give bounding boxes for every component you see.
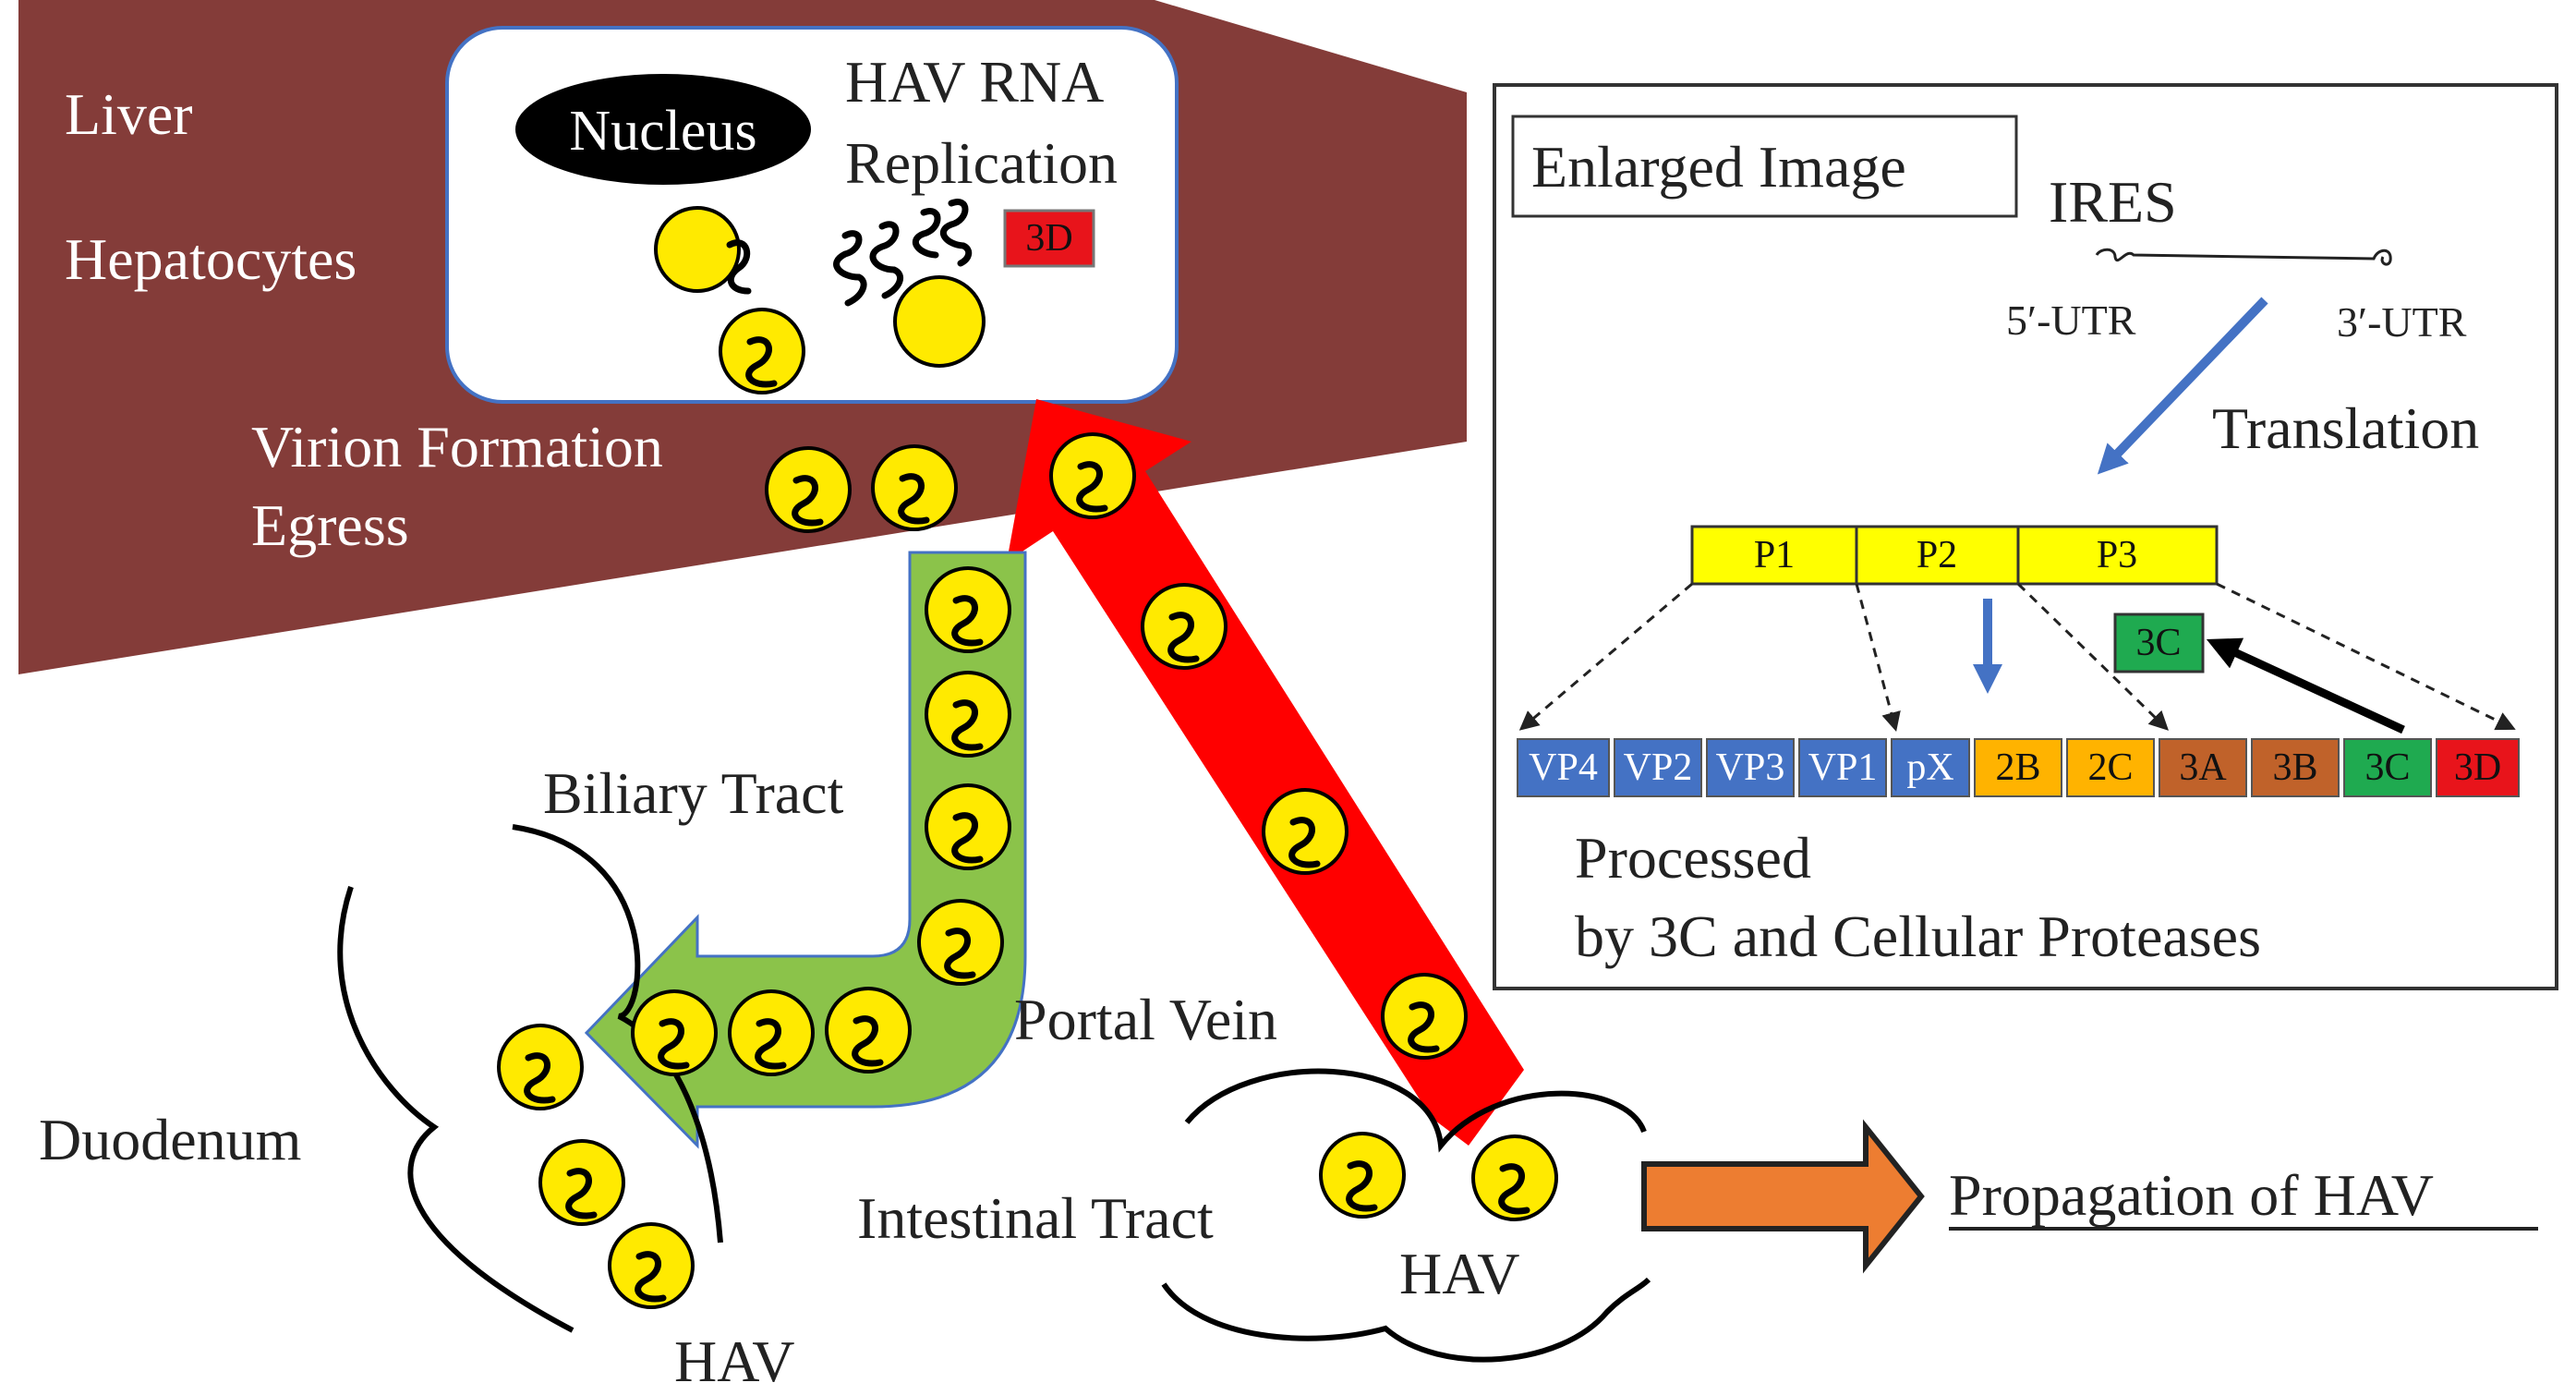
- rna-strands: [833, 199, 973, 307]
- rna-strand-icon: [833, 230, 867, 307]
- hav-virion-icon: [925, 671, 1011, 758]
- hav-virion-icon: [1049, 432, 1136, 519]
- segment-box: [1517, 738, 1610, 797]
- polyprotein-bar: P1 P2 P3: [1690, 525, 2219, 586]
- hav-virion-icon: [893, 275, 986, 368]
- segment-label: pX: [1906, 746, 1953, 789]
- biliary-outline: [512, 824, 723, 1243]
- translation-label: Translation: [2212, 395, 2479, 461]
- utr5-label: 5′-UTR: [2006, 297, 2136, 344]
- segment-box: [2343, 738, 2432, 797]
- three-d-box-label: 3D: [1025, 217, 1072, 260]
- rna-strand-icon: [869, 221, 904, 299]
- rna-strand-icon: [939, 199, 973, 267]
- intestine-outline: [1161, 1068, 1651, 1363]
- processing-arrows: [1518, 582, 2516, 734]
- segment-label: 2C: [2087, 746, 2133, 789]
- processed-segments: VP4 VP2 VP3 VP1 pX 2B 2C 3A 3B 3C 3D: [1517, 738, 2520, 797]
- liver-label: Liver: [65, 81, 193, 147]
- segment-box: [1974, 738, 2062, 797]
- polyprotein-p1-label: P1: [1754, 534, 1795, 576]
- ires-label: IRES: [2049, 169, 2177, 235]
- segment-box: [1891, 738, 1970, 797]
- hav-virion-icon: [538, 1139, 625, 1226]
- hav-virion-icon: [917, 899, 1004, 986]
- hav-virion-icon: [871, 444, 958, 531]
- segment-box: [2251, 738, 2340, 797]
- three-c-release-arrow: [2206, 637, 2405, 734]
- replication-label: Replication: [845, 130, 1118, 196]
- segment-label: VP2: [1624, 746, 1693, 789]
- enlarged-title-box: [1511, 115, 2018, 218]
- hav-virion-icon: [631, 989, 718, 1076]
- propagation-label: Propagation of HAV: [1949, 1162, 2434, 1228]
- propagation-arrow: [1641, 1119, 1925, 1274]
- segment-label: 3A: [2179, 746, 2227, 789]
- hav-virion-icon: [1381, 973, 1468, 1060]
- segment-label: 3D: [2454, 746, 2501, 789]
- segment-label: VP3: [1716, 746, 1785, 789]
- hav-intestine-label: HAV: [1399, 1241, 1519, 1306]
- hav-virion-icon: [765, 446, 852, 533]
- segment-label: 2B: [1995, 746, 2040, 789]
- duodenum-outline: [337, 886, 574, 1333]
- portal-vein-label: Portal Vein: [1014, 987, 1277, 1052]
- hav-virion-icon: [1319, 1132, 1406, 1219]
- biliary-tract-label: Biliary Tract: [543, 760, 844, 826]
- polyprotein-p1: [1690, 525, 1858, 586]
- virion-formation-label: Virion Formation: [251, 414, 663, 479]
- processed-line1: Processed: [1575, 825, 1811, 891]
- processed-line2: by 3C and Cellular Proteases: [1575, 904, 2261, 969]
- hav-virion-icon: [719, 308, 805, 394]
- segment-label: VP4: [1529, 746, 1598, 789]
- segment-box: [1614, 738, 1702, 797]
- rna-genome-line: [2095, 248, 2392, 266]
- polyprotein-p2: [1855, 525, 2020, 586]
- hav-virion-icon: [654, 206, 752, 295]
- portal-vein-arrow: [1007, 399, 1524, 1146]
- hav-virion-icon: [1471, 1134, 1558, 1221]
- virions: [497, 206, 1558, 1309]
- polyprotein-p3: [2016, 525, 2219, 586]
- segment-box: [2066, 738, 2155, 797]
- rna-strand-icon: [912, 208, 941, 259]
- hepatocytes-label: Hepatocytes: [65, 226, 357, 292]
- hav-virion-icon: [925, 566, 1011, 653]
- hav-virion-icon: [497, 1024, 584, 1110]
- hav-virion-icon: [925, 783, 1011, 870]
- hav-virion-icon: [1141, 583, 1228, 670]
- segment-label: 3B: [2272, 746, 2317, 789]
- three-d-box: [1003, 209, 1095, 268]
- utr3-label: 3′-UTR: [2337, 298, 2467, 346]
- hav-rna-label: HAV RNA: [845, 49, 1104, 115]
- nucleus-label: Nucleus: [569, 100, 756, 163]
- segment-label: VP1: [1808, 746, 1878, 789]
- hav-duodenum-label: HAV: [674, 1328, 794, 1394]
- egress-label: Egress: [251, 492, 409, 558]
- translation-arrow: [2097, 297, 2268, 475]
- segment-box: [1706, 738, 1795, 797]
- segment-label: 3C: [2364, 746, 2410, 789]
- three-c-floating-label: 3C: [2135, 622, 2181, 664]
- duodenum-label: Duodenum: [39, 1107, 301, 1172]
- hav-virion-icon: [825, 987, 912, 1074]
- segment-box: [2436, 738, 2520, 797]
- intestinal-tract-label: Intestinal Tract: [857, 1185, 1214, 1251]
- polyprotein-p3-label: P3: [2097, 534, 2137, 576]
- hav-virion-icon: [1262, 788, 1348, 875]
- hav-virion-icon: [608, 1222, 695, 1309]
- segment-box: [1798, 738, 1887, 797]
- hav-virion-icon: [728, 989, 815, 1076]
- segment-box: [2159, 738, 2247, 797]
- nucleus: [515, 74, 811, 185]
- polyprotein-p2-label: P2: [1917, 534, 1957, 576]
- three-c-floating-box: [2113, 613, 2205, 673]
- enlarged-title: Enlarged Image: [1531, 134, 1906, 200]
